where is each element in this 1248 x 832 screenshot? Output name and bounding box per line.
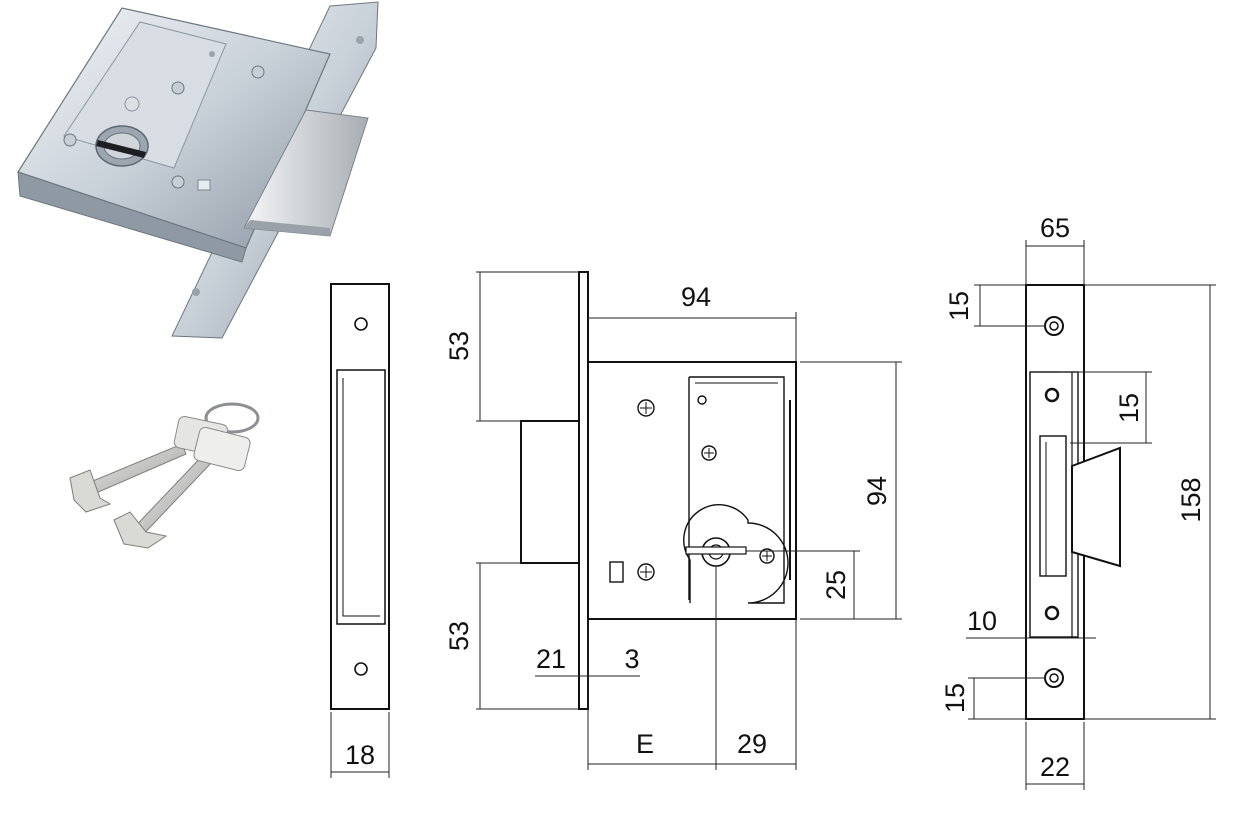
lock-body-drawing: 53 53 94 94 25 21 3 E 29	[444, 271, 902, 770]
lock-photo	[17, 1, 379, 339]
dim-strike-hole-bottom: 15	[940, 683, 970, 713]
dim-forend-offset: 21	[536, 644, 566, 674]
dim-key-offset: 25	[821, 570, 851, 600]
strike-plate-drawing: 65 15 15 158 10 15 22	[940, 213, 1216, 790]
dim-strike-width: 65	[1040, 213, 1070, 243]
dim-backset-top: 53	[444, 331, 474, 361]
dim-key-to-edge: 29	[737, 729, 767, 759]
dim-faceplate-width: 18	[345, 740, 375, 770]
faceplate-drawing: 18	[330, 283, 390, 778]
dim-e-label: E	[636, 729, 654, 759]
dim-case-width: 94	[681, 282, 711, 312]
keys-photo	[69, 402, 260, 549]
screw-marks	[609, 395, 775, 583]
dim-strike-inset: 10	[967, 606, 997, 636]
dim-strike-length: 158	[1176, 477, 1206, 522]
dim-strike-hole-top: 15	[944, 291, 974, 321]
dim-forend-thickness: 3	[624, 644, 639, 674]
dim-backset-bottom: 53	[444, 621, 474, 651]
dim-strike-hole-gap: 15	[1114, 393, 1144, 423]
dim-case-height: 94	[862, 476, 892, 506]
dim-strike-plate-width: 22	[1040, 752, 1070, 782]
